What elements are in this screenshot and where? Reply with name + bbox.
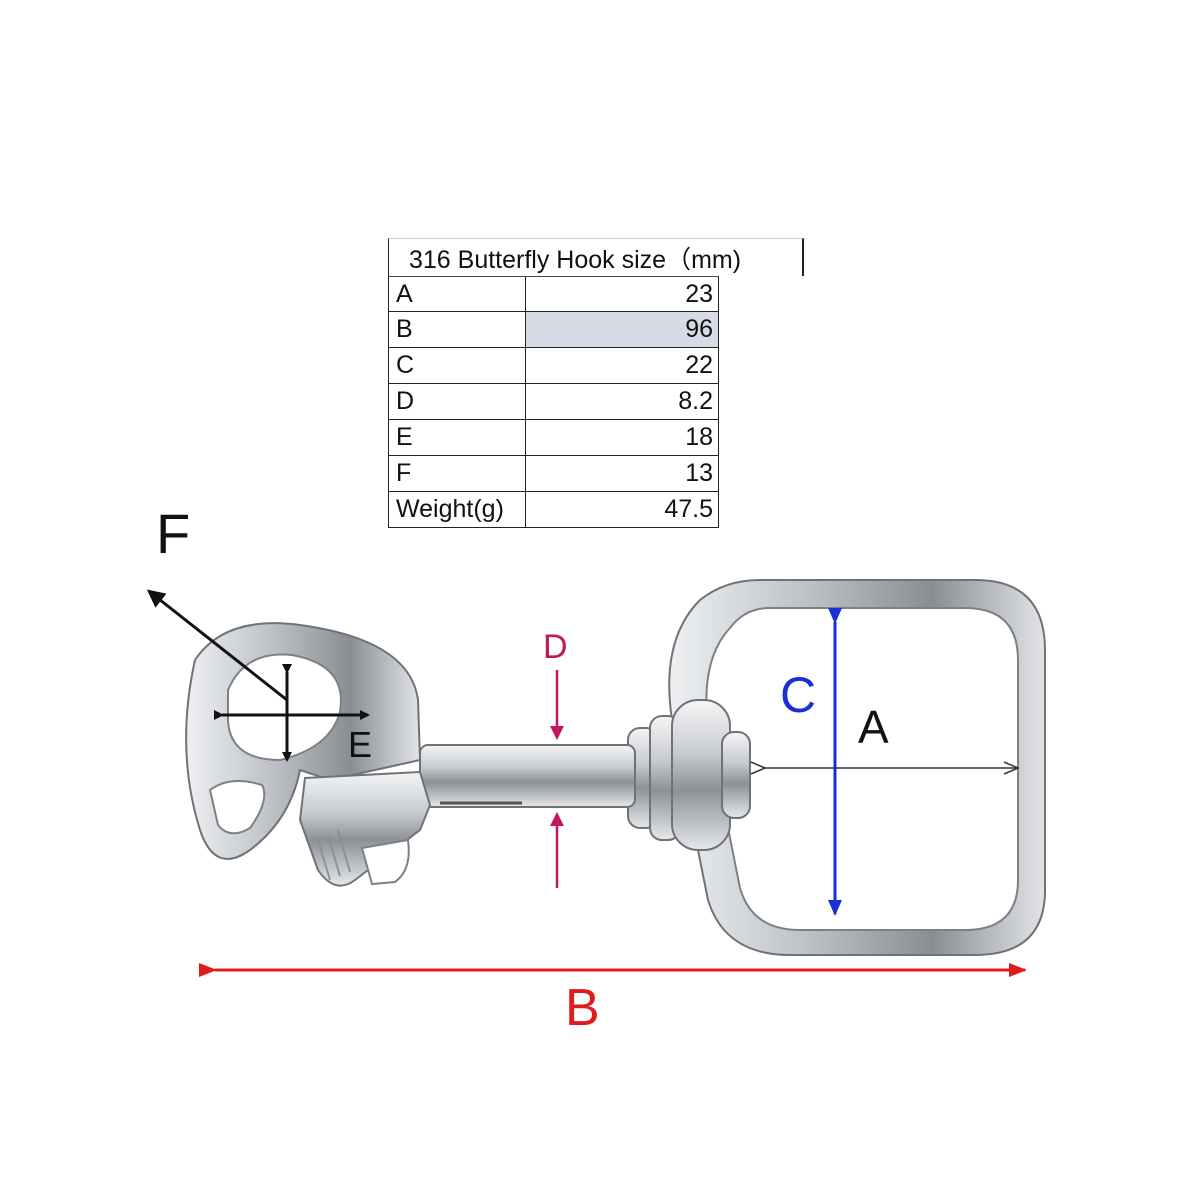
table-rows: A 23 B 96 C 22 D 8.2 E 18 F 13 Weight(g)… <box>388 276 719 528</box>
table-title: 316 Butterfly Hook size（mm) <box>388 238 804 276</box>
row-value: 23 <box>526 277 719 311</box>
row-value: 22 <box>526 348 719 383</box>
row-value: 8.2 <box>526 384 719 419</box>
row-value: 13 <box>526 456 719 491</box>
gate-latch <box>298 770 432 887</box>
table-row: E 18 <box>389 420 719 456</box>
row-key: Weight(g) <box>389 492 526 527</box>
row-key: E <box>389 420 526 455</box>
row-key: B <box>389 312 526 347</box>
table-row: B 96 <box>389 312 719 348</box>
table-row: Weight(g) 47.5 <box>389 492 719 528</box>
swivel <box>627 699 751 851</box>
label-b: B <box>565 979 600 1037</box>
row-value: 18 <box>526 420 719 455</box>
dimension-f-arrow <box>146 589 288 702</box>
shaft <box>419 744 636 808</box>
label-d: D <box>543 628 568 666</box>
row-key: F <box>389 456 526 491</box>
row-key: C <box>389 348 526 383</box>
label-e: E <box>348 724 373 765</box>
table-row: D 8.2 <box>389 384 719 420</box>
table-row: F 13 <box>389 456 719 492</box>
label-c: C <box>780 667 817 723</box>
row-key: D <box>389 384 526 419</box>
label-a: A <box>858 701 889 753</box>
size-table: 316 Butterfly Hook size（mm) A 23 B 96 C … <box>388 238 804 528</box>
row-value: 47.5 <box>526 492 719 527</box>
label-f: F <box>156 502 191 565</box>
table-row: C 22 <box>389 348 719 384</box>
row-value-highlighted: 96 <box>526 312 719 347</box>
table-row: A 23 <box>389 276 719 312</box>
row-key: A <box>389 277 526 311</box>
